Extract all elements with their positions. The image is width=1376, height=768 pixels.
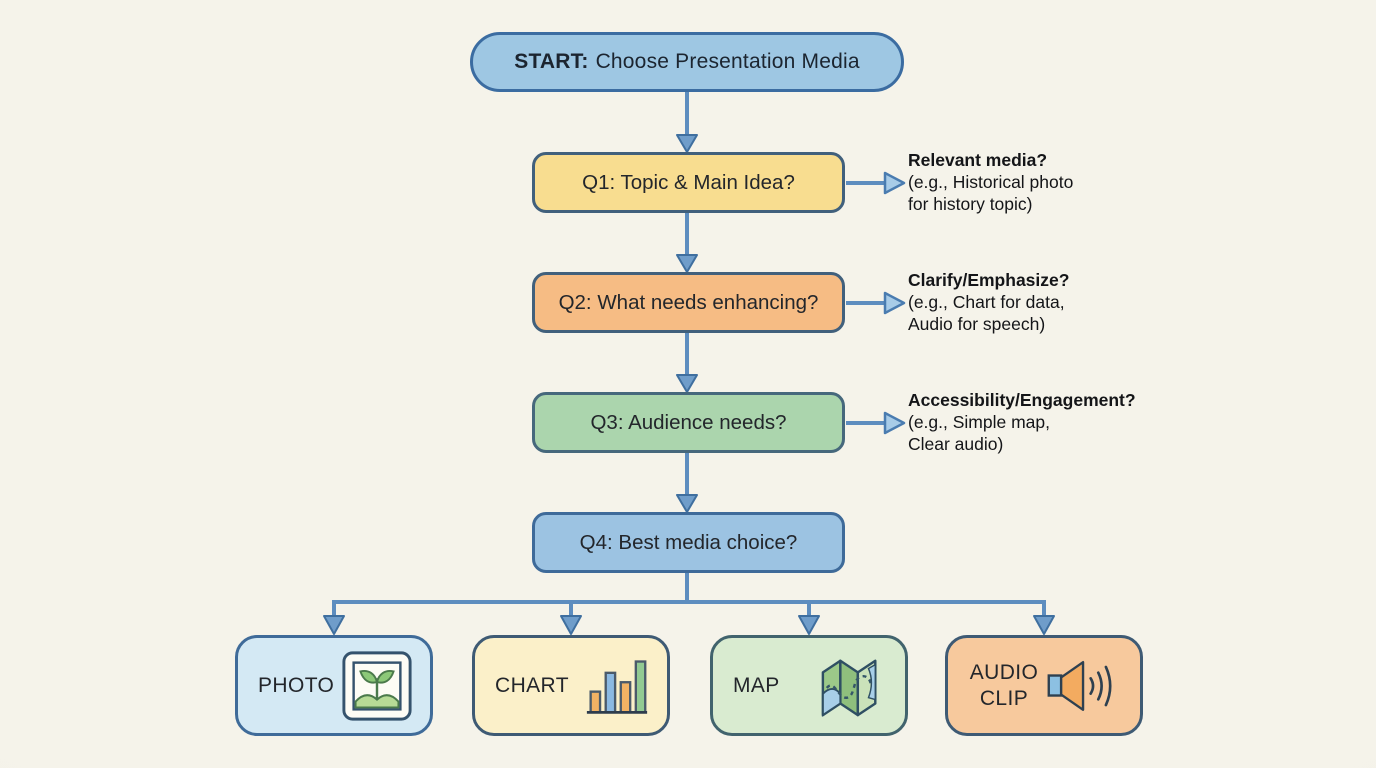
- note-q2: Clarify/Emphasize? (e.g., Chart for data…: [908, 269, 1168, 335]
- note-q3-line2: Clear audio): [908, 434, 1004, 454]
- note-q1: Relevant media? (e.g., Historical photo …: [908, 149, 1168, 215]
- arrowhead-branch-photo: [323, 615, 345, 635]
- chart-icon: [586, 659, 648, 714]
- arrowhead-start-q1: [676, 134, 698, 153]
- arrowhead-q3-q4: [676, 494, 698, 513]
- output-chart: CHART: [472, 635, 670, 736]
- question-q2-label: Q2: What needs enhancing?: [558, 290, 819, 314]
- start-prefix: START:: [514, 50, 589, 73]
- arrowhead-q3-note: [883, 411, 906, 435]
- output-audio-clip-label: AUDIO CLIP: [969, 660, 1039, 710]
- note-q2-title: Clarify/Emphasize?: [908, 270, 1070, 290]
- start-node: START: Choose Presentation Media: [470, 32, 904, 92]
- arrowhead-branch-chart: [560, 615, 582, 635]
- arrowhead-q2-q3: [676, 374, 698, 393]
- question-q1-label: Q1: Topic & Main Idea?: [582, 170, 795, 194]
- arrowhead-q1-q2: [676, 254, 698, 273]
- question-q4-label: Q4: Best media choice?: [579, 530, 798, 554]
- output-audio-clip: AUDIO CLIP: [945, 635, 1143, 736]
- note-q1-line2: for history topic): [908, 194, 1033, 214]
- arrowhead-branch-map: [798, 615, 820, 635]
- question-node-q1: Q1: Topic & Main Idea?: [532, 152, 845, 213]
- arrowhead-q2-note: [883, 291, 906, 315]
- question-q3-label: Q3: Audience needs?: [590, 410, 787, 434]
- arrowhead-branch-audio: [1033, 615, 1055, 635]
- question-node-q2: Q2: What needs enhancing?: [532, 272, 845, 333]
- output-photo: PHOTO: [235, 635, 433, 736]
- output-map: MAP: [710, 635, 908, 736]
- photo-icon: [342, 650, 412, 721]
- audio-clip-icon: [1047, 660, 1112, 711]
- arrowhead-q1-note: [883, 171, 906, 195]
- map-icon: [821, 659, 877, 717]
- note-q3-line1: (e.g., Simple map,: [908, 412, 1050, 432]
- note-q3-title: Accessibility/Engagement?: [908, 390, 1136, 410]
- output-map-label: MAP: [733, 673, 780, 697]
- note-q2-line2: Audio for speech): [908, 314, 1046, 334]
- note-q1-line1: (e.g., Historical photo: [908, 172, 1074, 192]
- note-q2-line1: (e.g., Chart for data,: [908, 292, 1065, 312]
- note-q1-title: Relevant media?: [908, 150, 1048, 170]
- output-chart-label: CHART: [495, 673, 569, 697]
- question-node-q3: Q3: Audience needs?: [532, 392, 845, 453]
- note-q3: Accessibility/Engagement? (e.g., Simple …: [908, 389, 1168, 455]
- output-photo-label: PHOTO: [258, 673, 335, 697]
- start-label: Choose Presentation Media: [595, 50, 860, 73]
- question-node-q4: Q4: Best media choice?: [532, 512, 845, 573]
